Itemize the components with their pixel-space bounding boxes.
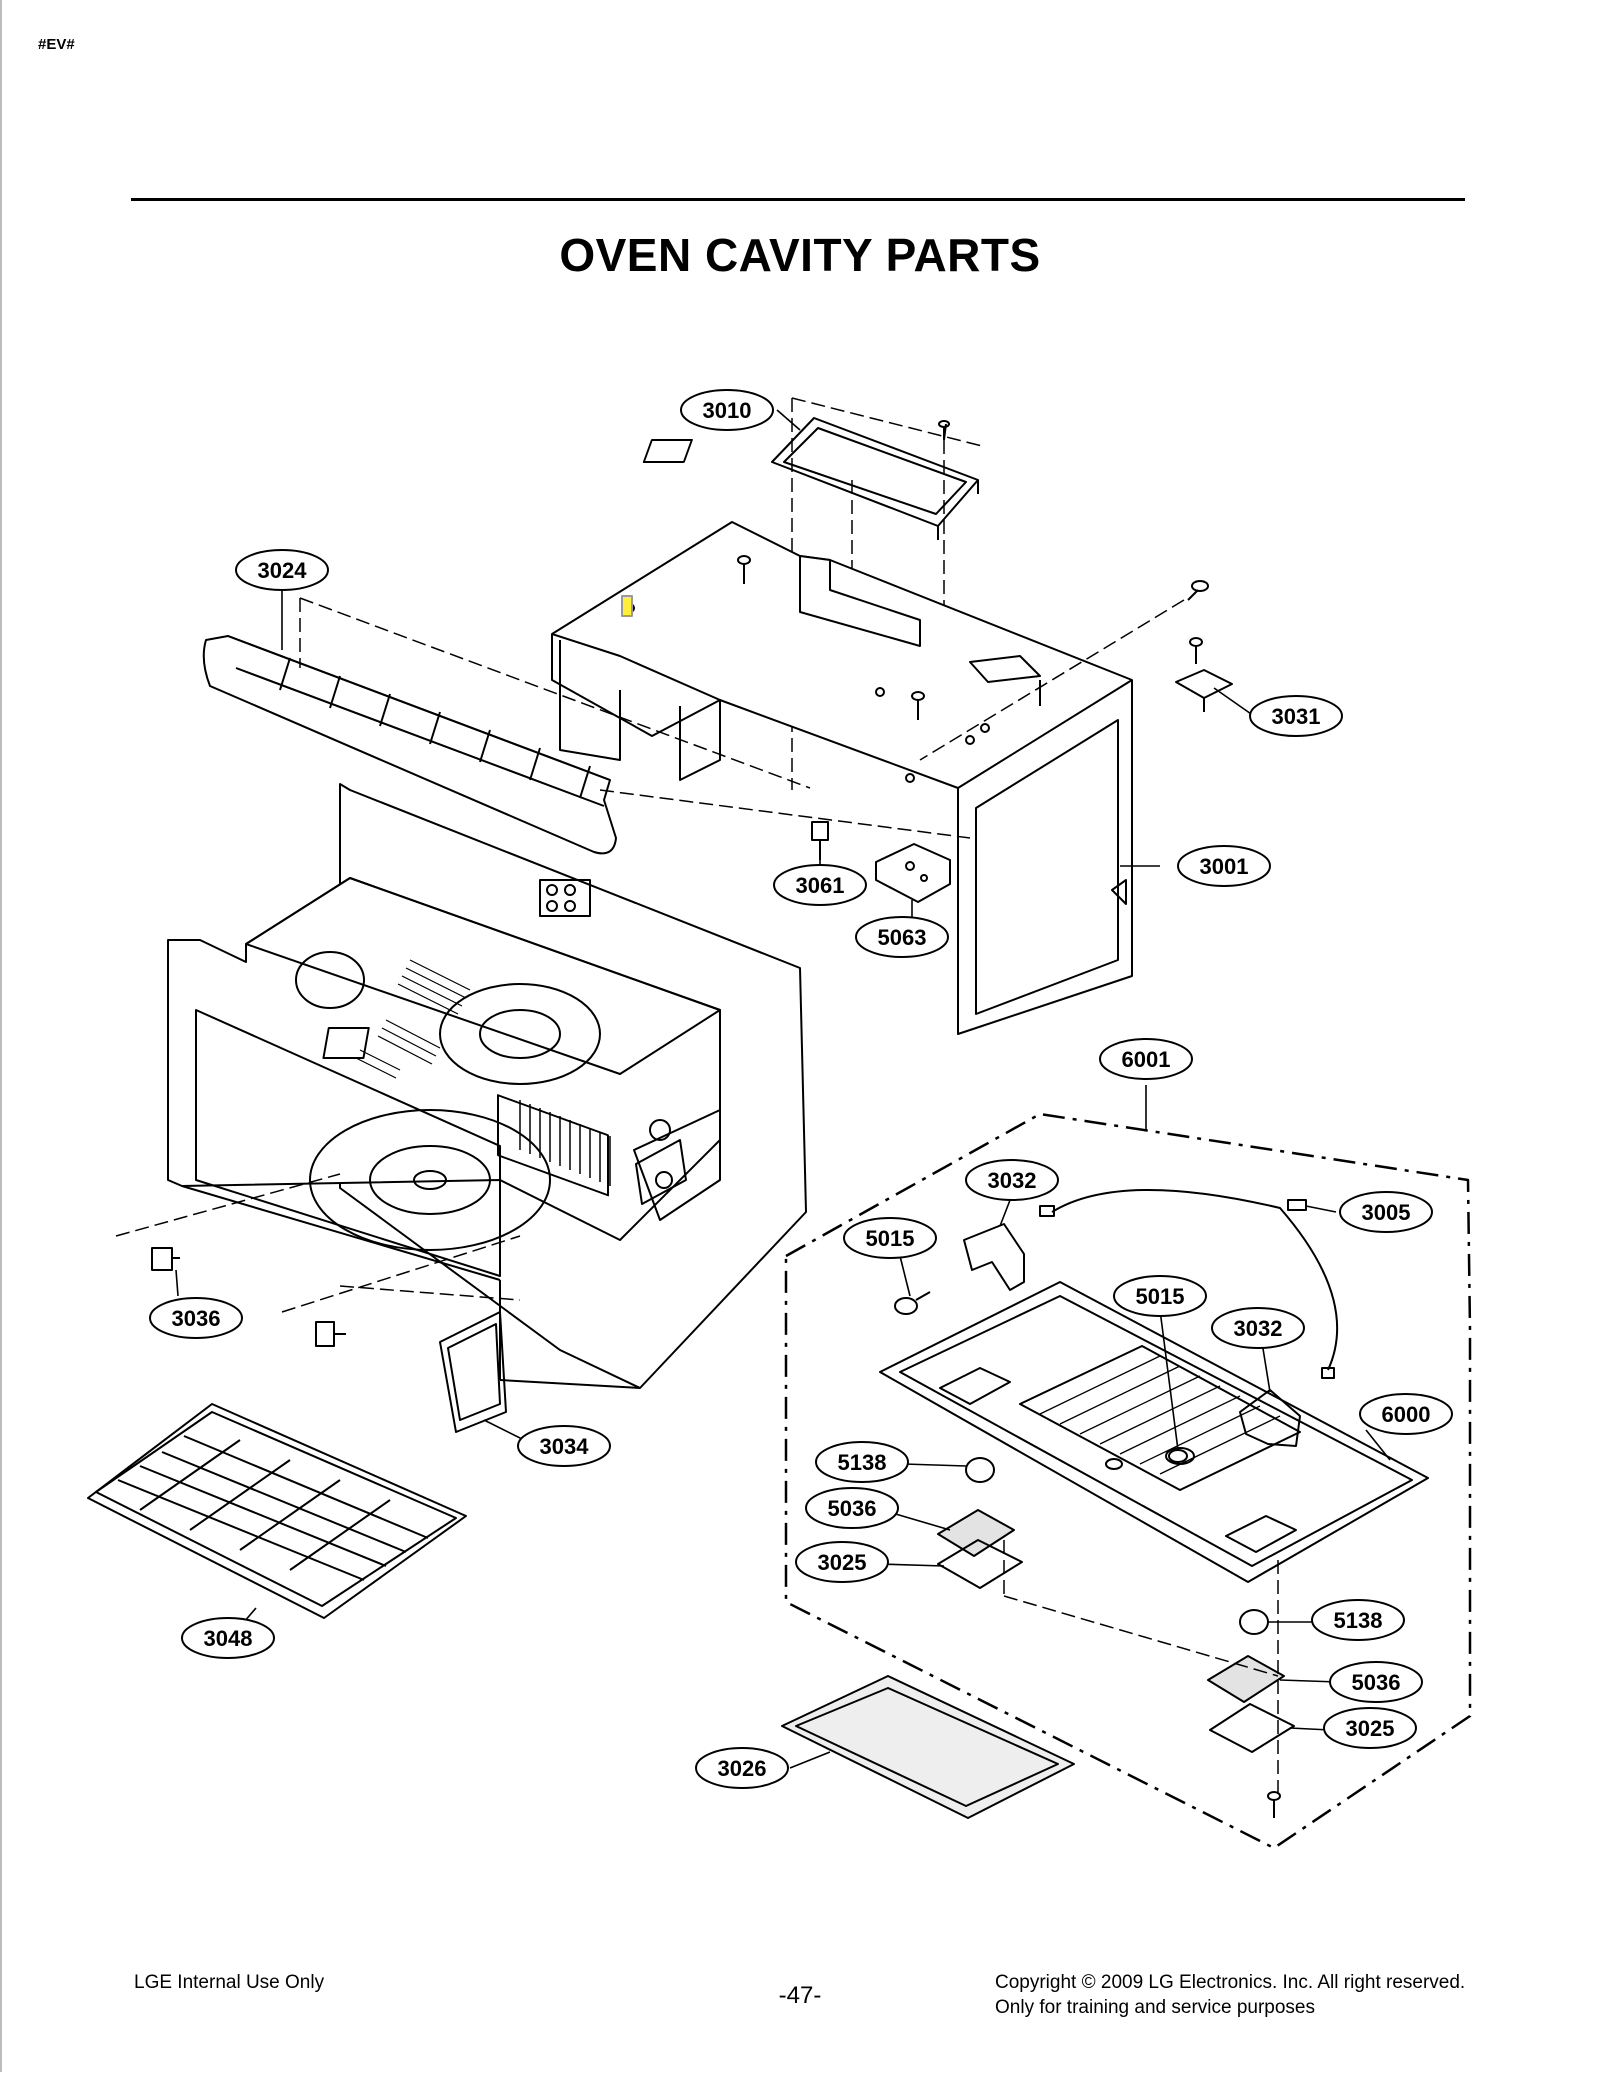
callout-bubble	[773, 864, 867, 906]
leaders-3024	[299, 597, 971, 839]
doc-tag: #EV#	[38, 36, 75, 53]
callout-label: 3032	[1234, 1316, 1283, 1341]
callout-label: 3025	[1346, 1716, 1395, 1741]
part-3001-outer-cabinet	[551, 521, 1133, 1035]
part-3005-harness	[1051, 1189, 1339, 1371]
callout-3061: 3061	[773, 864, 867, 906]
callout-bubble	[1113, 1275, 1207, 1317]
callout-bubble	[1211, 1307, 1305, 1349]
callout-bubble	[1323, 1707, 1417, 1749]
callout-3025: 3025	[1323, 1707, 1417, 1749]
callout-label: 3034	[540, 1434, 590, 1459]
leaders-lamps	[1003, 1540, 1279, 1796]
callout-label: 5138	[1334, 1608, 1383, 1633]
part-oven-cavity	[167, 783, 807, 1389]
callout-label: 3010	[703, 398, 752, 423]
callout-bubble	[1099, 1038, 1193, 1080]
callout-5138: 5138	[815, 1441, 909, 1483]
callout-label: 3001	[1200, 854, 1249, 879]
callout-label: 3005	[1362, 1200, 1411, 1225]
callout-3010: 3010	[680, 389, 774, 431]
callout-bubble	[795, 1541, 889, 1583]
callout-bubble	[1177, 845, 1271, 887]
callout-bubble	[1329, 1661, 1423, 1703]
callout-bubble	[235, 549, 329, 591]
callout-label: 6001	[1122, 1047, 1171, 1072]
callout-label: 3031	[1272, 704, 1321, 729]
callout-label: 3036	[172, 1306, 221, 1331]
callout-bubble	[843, 1217, 937, 1259]
callout-bubble	[965, 1159, 1059, 1201]
part-6000-base-plate	[879, 1281, 1429, 1583]
part-3031-bracket	[1175, 669, 1233, 712]
callout-label: 5036	[1352, 1670, 1401, 1695]
callout-5036: 5036	[805, 1487, 899, 1529]
part-3010-bracket	[642, 417, 979, 540]
part-3034-cover	[439, 1311, 507, 1433]
assembly-6001-boundary	[784, 1112, 1472, 1850]
callout-3032: 3032	[1211, 1307, 1305, 1349]
callout-label: 3025	[818, 1550, 867, 1575]
callout-3005: 3005	[1339, 1191, 1433, 1233]
callout-label: 5063	[878, 925, 927, 950]
callout-label: 5015	[866, 1226, 915, 1251]
callout-6000: 6000	[1359, 1393, 1453, 1435]
callout-bubble	[149, 1297, 243, 1339]
screw-icons	[737, 423, 1281, 1818]
callout-bubble	[1359, 1393, 1453, 1435]
callout-label: 3061	[796, 873, 845, 898]
callout-bubble	[855, 916, 949, 958]
footer-internal-use: LGE Internal Use Only	[134, 1972, 325, 1993]
callout-3048: 3048	[181, 1617, 275, 1659]
callout-3001: 3001	[1177, 845, 1271, 887]
callout-5015: 5015	[843, 1217, 937, 1259]
callout-bubble	[815, 1441, 909, 1483]
part-3048-rack	[87, 1403, 467, 1619]
callout-5036: 5036	[1329, 1661, 1423, 1703]
callout-3024: 3024	[235, 549, 329, 591]
callout-bubble	[805, 1487, 899, 1529]
callout-label: 3048	[204, 1626, 253, 1651]
callout-label: 6000	[1382, 1402, 1431, 1427]
callout-5063: 5063	[855, 916, 949, 958]
callout-label: 3026	[718, 1756, 767, 1781]
callout-bubble	[1249, 695, 1343, 737]
footer-copyright: Copyright © 2009 LG Electronics. Inc. Al…	[995, 1970, 1465, 2020]
page-number: -47-	[778, 1982, 822, 2009]
callout-3026: 3026	[695, 1747, 789, 1789]
part-5063-plate	[875, 843, 951, 903]
leaders-cavity	[115, 1173, 521, 1313]
callout-label: 3024	[258, 558, 308, 583]
callout-bubble	[695, 1747, 789, 1789]
callout-bubble	[1339, 1191, 1433, 1233]
part-3036-latch	[151, 1247, 346, 1347]
part-3025-lamp-cover	[937, 1539, 1295, 1753]
callout-5138: 5138	[1311, 1599, 1405, 1641]
callout-5015: 5015	[1113, 1275, 1207, 1317]
callout-3025: 3025	[795, 1541, 889, 1583]
callout-bubble	[1311, 1599, 1405, 1641]
page-title: OVEN CAVITY PARTS	[559, 229, 1041, 281]
training-notice: Only for training and service purposes	[995, 1997, 1315, 2018]
callout-label: 5138	[838, 1450, 887, 1475]
part-3024-vent-grille	[202, 635, 617, 855]
part-5036-lens	[937, 1509, 1285, 1703]
top-rule	[131, 198, 1465, 201]
callout-3034: 3034	[517, 1425, 611, 1467]
callout-bubble	[680, 389, 774, 431]
callout-label: 5036	[828, 1496, 877, 1521]
callout-3032: 3032	[965, 1159, 1059, 1201]
callout-3031: 3031	[1249, 695, 1343, 737]
callout-3036: 3036	[149, 1297, 243, 1339]
callout-label: 5015	[1136, 1284, 1185, 1309]
callout-bubble	[517, 1425, 611, 1467]
part-3026-filter	[781, 1675, 1075, 1819]
callout-6001: 6001	[1099, 1038, 1193, 1080]
callout-bubble	[181, 1617, 275, 1659]
callout-label: 3032	[988, 1168, 1037, 1193]
copyright-line: Copyright © 2009 LG Electronics. Inc. Al…	[995, 1972, 1466, 1993]
callout-layer: 3010 3024 3031 3001 3061 5063 6001 3032 3005 5015…	[149, 389, 1453, 1789]
